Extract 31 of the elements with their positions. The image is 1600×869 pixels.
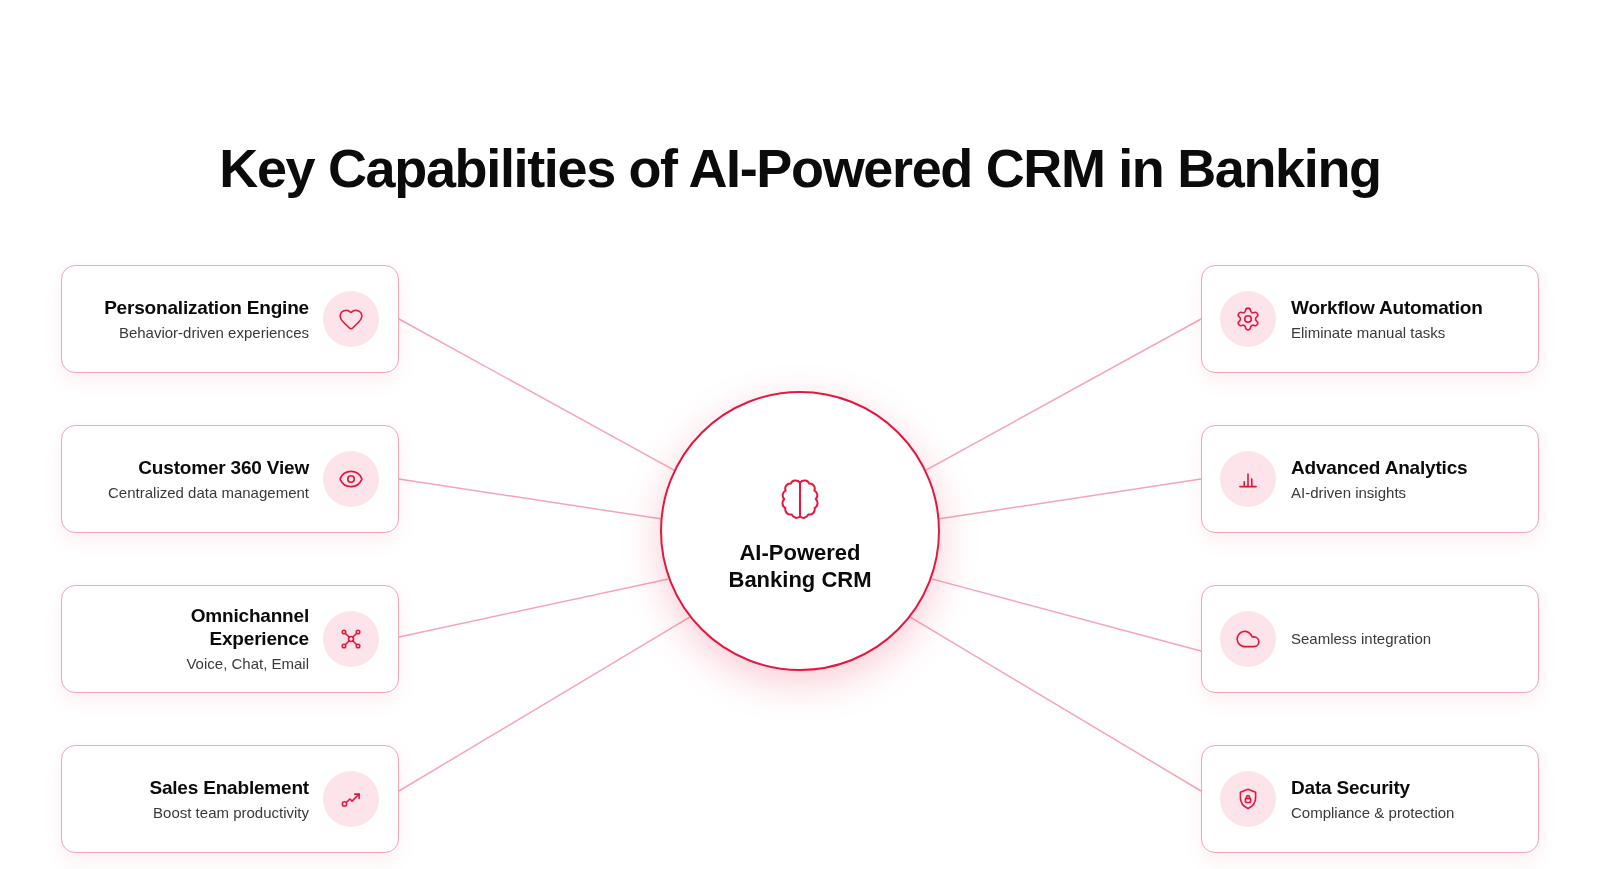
card-description: AI-driven insights [1291, 482, 1407, 503]
capability-card [61, 585, 399, 693]
card-description: Centralized data management [108, 482, 309, 503]
card-description: Seamless integration [1291, 629, 1432, 649]
capability-card [1201, 745, 1539, 853]
card-description: Eliminate manual tasks [1291, 322, 1446, 343]
capability-card [1201, 265, 1539, 373]
card-title: Workflow Automation [1291, 295, 1483, 319]
card-description: Behavior-driven experiences [118, 322, 309, 343]
hub-label: AI-Powered Banking CRM [727, 539, 873, 593]
capability-card [1201, 425, 1539, 533]
capability-card [61, 265, 399, 373]
capability-card [61, 425, 399, 533]
connector-line [909, 616, 1202, 792]
card-title: Personalization Engine [104, 295, 309, 319]
connector-line [925, 318, 1202, 471]
connector-line [398, 318, 675, 471]
card-title: Advanced Analytics [1291, 455, 1468, 479]
connector-line [398, 478, 662, 520]
card-description: Boost team productivity [153, 802, 309, 823]
card-title: Customer 360 View [138, 455, 309, 479]
capability-card [61, 745, 399, 853]
connector-line [398, 578, 670, 638]
card-title: Sales Enablement [149, 775, 309, 799]
card-title: Omnichannel Experience [189, 604, 309, 650]
card-description: Compliance & protection [1291, 802, 1455, 823]
connector-line [930, 578, 1202, 652]
connector-line [398, 616, 691, 792]
card-description: Voice, Chat, Email [186, 654, 309, 674]
capability-card [1201, 585, 1539, 693]
card-title: Data Security [1291, 775, 1410, 799]
